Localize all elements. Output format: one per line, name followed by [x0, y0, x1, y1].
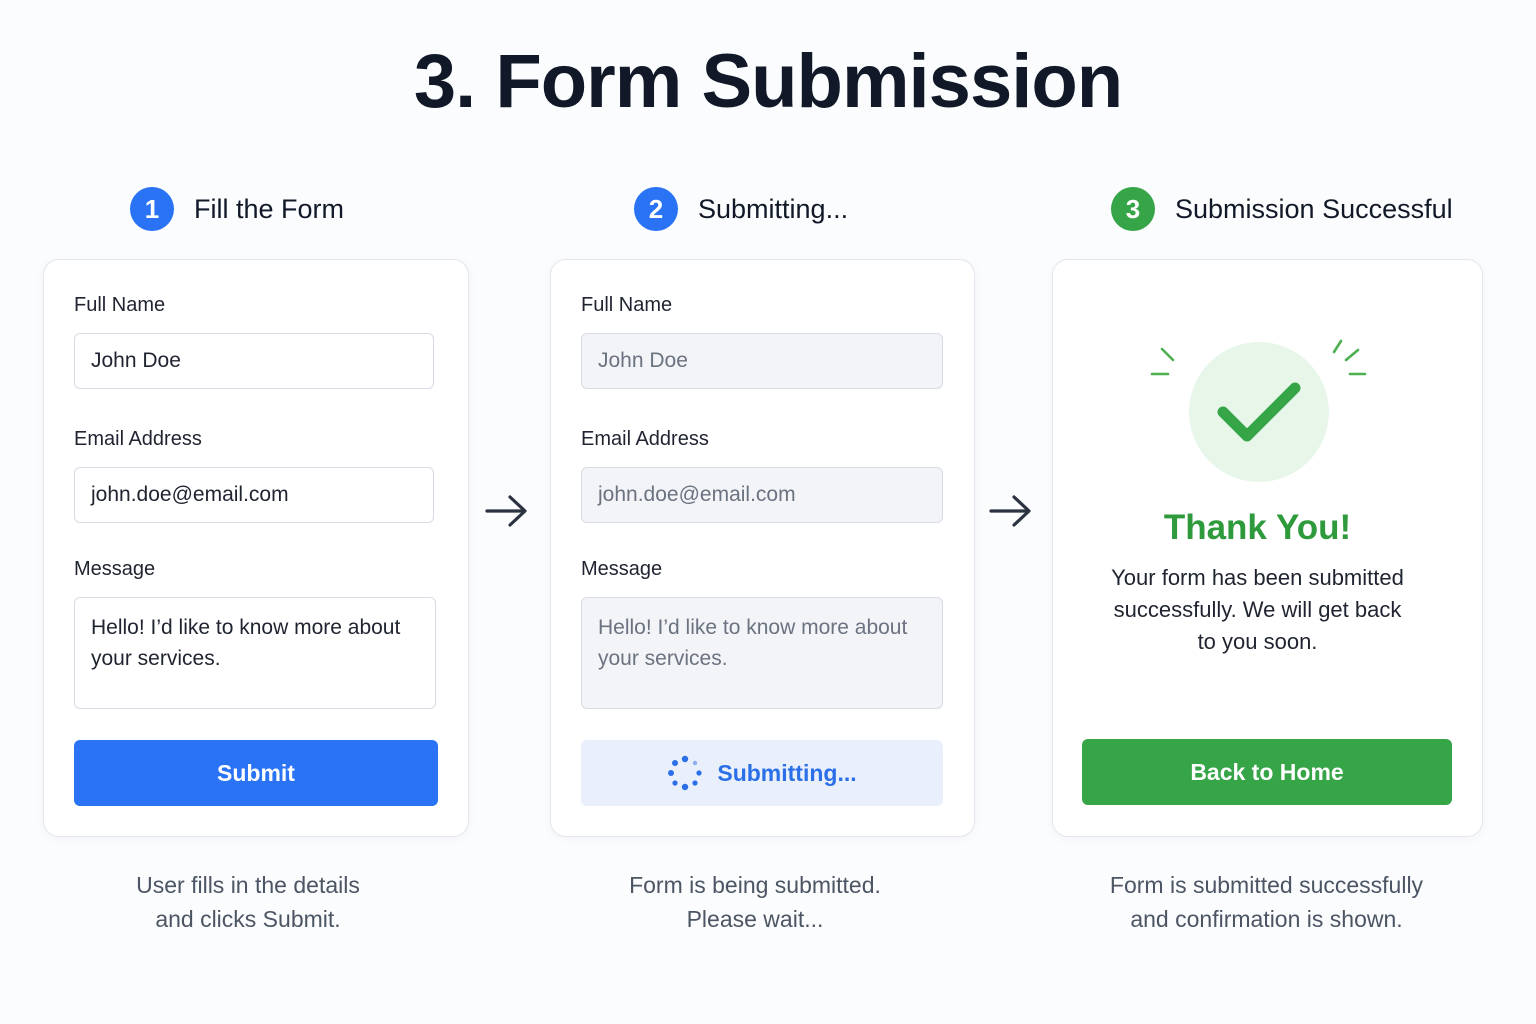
caption-line: and clicks Submit. — [155, 906, 341, 932]
step-2-number: 2 — [634, 187, 678, 231]
form-card: Full Name John Doe Email Address john.do… — [43, 259, 469, 837]
submitting-button-label: Submitting... — [717, 759, 857, 786]
checkmark-icon — [1150, 339, 1367, 482]
full-name-label: Full Name — [74, 294, 166, 316]
success-message-line: to you soon. — [1197, 629, 1318, 654]
email-label: Email Address — [74, 428, 202, 450]
thank-you-heading: Thank You! — [1163, 508, 1352, 547]
caption-line: User fills in the details — [136, 872, 360, 898]
success-message-line: Your form has been submitted — [1111, 565, 1404, 590]
caption-line: and confirmation is shown. — [1130, 906, 1403, 932]
message-textarea-disabled: Hello! I’d like to know more about your … — [581, 597, 943, 709]
step-3-header: 3 Submission Successful — [1111, 186, 1453, 232]
full-name-label: Full Name — [581, 294, 673, 316]
arrow-right-icon — [485, 495, 527, 527]
step-1-header: 1 Fill the Form — [130, 186, 344, 232]
success-message-line: successfully. We will get back — [1113, 597, 1402, 622]
message-label: Message — [74, 558, 156, 580]
page-title: 3. Form Submission — [413, 39, 1123, 124]
step-2-header: 2 Submitting... — [634, 186, 848, 232]
step-3-number: 3 — [1111, 187, 1155, 231]
submitting-button: Submitting... — [581, 740, 943, 806]
full-name-input[interactable]: John Doe — [74, 333, 434, 389]
message-textarea[interactable]: Hello! I’d like to know more about your … — [74, 597, 436, 709]
step-1-label: Fill the Form — [194, 193, 345, 224]
email-input-disabled: john.doe@email.com — [581, 467, 943, 523]
step-2-caption: Form is being submitted. Please wait... — [550, 868, 960, 936]
step-3-label: Submission Successful — [1175, 193, 1453, 224]
caption-line: Form is submitted successfully — [1109, 872, 1424, 898]
caption-line: Form is being submitted. — [629, 872, 881, 898]
email-label: Email Address — [581, 428, 709, 450]
step-3-caption: Form is submitted successfully and confi… — [1052, 868, 1481, 936]
email-input[interactable]: john.doe@email.com — [74, 467, 434, 523]
back-to-home-button[interactable]: Back to Home — [1082, 739, 1452, 805]
success-message: Your form has been submitted successfull… — [1052, 562, 1463, 658]
step-1-number: 1 — [130, 187, 174, 231]
step-1-caption: User fills in the details and clicks Sub… — [43, 868, 453, 936]
submit-button[interactable]: Submit — [74, 740, 438, 806]
full-name-input-disabled: John Doe — [581, 333, 943, 389]
message-label: Message — [581, 558, 663, 580]
step-2-label: Submitting... — [698, 193, 849, 224]
arrow-right-icon — [989, 495, 1031, 527]
submitting-card: Full Name John Doe Email Address john.do… — [550, 259, 975, 837]
loading-spinner-icon — [668, 755, 702, 791]
caption-line: Please wait... — [686, 906, 824, 932]
